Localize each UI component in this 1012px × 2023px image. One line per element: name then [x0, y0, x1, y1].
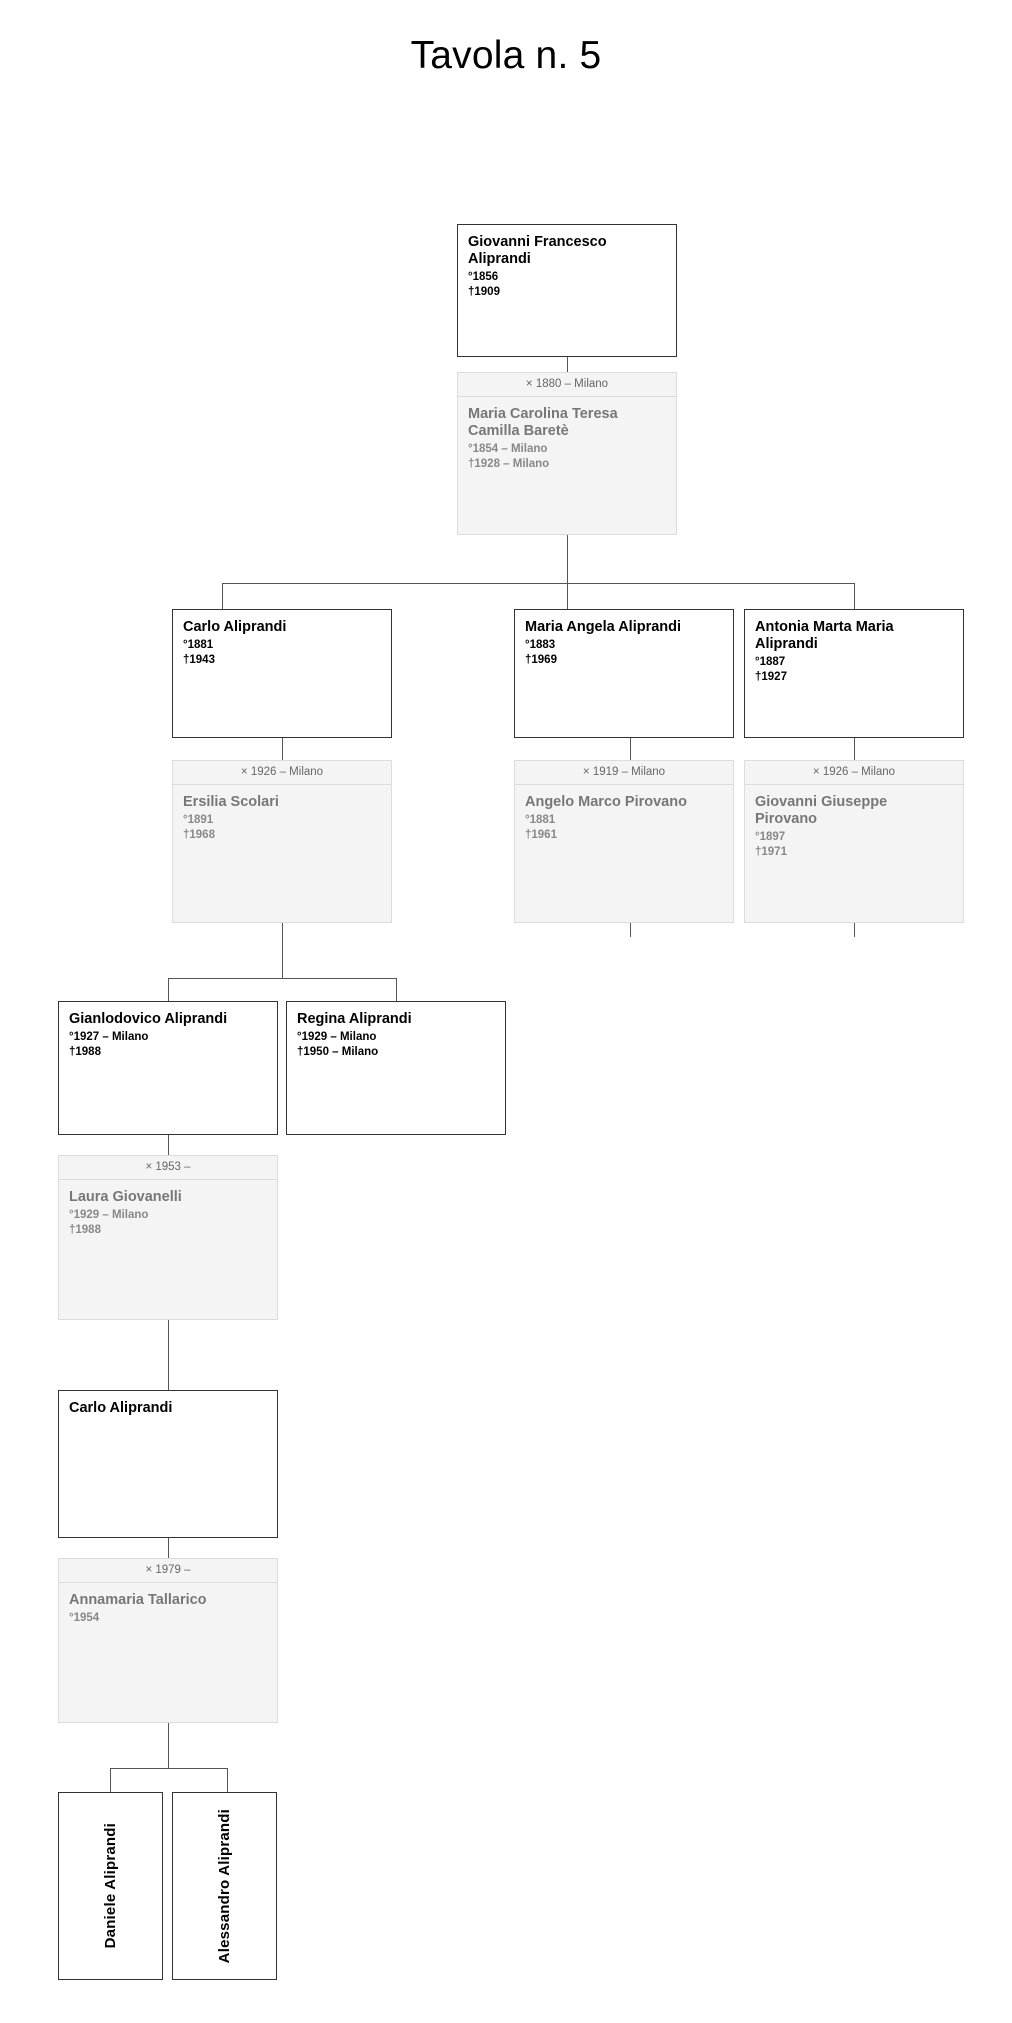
person-name: Annamaria Tallarico [69, 1592, 207, 1608]
person-birth: °1854 – Milano [468, 443, 548, 456]
person-box-gianlodovico-aliprandi[interactable]: Gianlodovico Aliprandi °1927 – Milano †1… [58, 1001, 278, 1135]
family-box-mariaangela-angelo[interactable]: × 1919 – Milano Angelo Marco Pirovano °1… [514, 760, 734, 923]
person-birth: °1856 [468, 271, 499, 284]
person-name: Ersilia Scolari [183, 794, 279, 810]
connector-gen3-drop-gianlodovico [168, 978, 169, 1001]
person-death: †1909 [468, 285, 500, 298]
connector-antonia-to-spouse [854, 738, 855, 760]
connector-family1-down [567, 535, 568, 583]
person-death: †1927 [755, 670, 787, 683]
person-death: †1988 [69, 1045, 101, 1058]
marriage-label: × 1880 – Milano [458, 373, 676, 397]
person-birth: °1927 – Milano [69, 1031, 149, 1044]
person-name: Maria Angela Aliprandi [525, 619, 682, 635]
person-death: †1971 [755, 845, 787, 858]
connector-gen3-bus [168, 978, 396, 979]
marriage-label: × 1953 – [59, 1156, 277, 1180]
connector-gen5-drop-alessandro [227, 1768, 228, 1792]
person-box-regina-aliprandi[interactable]: Regina Aliprandi °1929 – Milano †1950 – … [286, 1001, 506, 1135]
person-birth: °1954 [69, 1612, 100, 1625]
marriage-label: × 1926 – Milano [173, 761, 391, 785]
family-box-carlojr-annamaria[interactable]: × 1979 – Annamaria Tallarico °1954 [58, 1558, 278, 1723]
person-death: †1969 [525, 653, 557, 666]
person-birth: °1929 – Milano [297, 1031, 377, 1044]
person-name: Giovanni Francesco Aliprandi [468, 234, 607, 268]
person-box-carlo-aliprandi-1881[interactable]: Carlo Aliprandi °1881 †1943 [172, 609, 392, 738]
person-name: Regina Aliprandi [297, 1011, 412, 1027]
person-death: †1943 [183, 653, 215, 666]
person-death: †1968 [183, 828, 215, 841]
person-death: †1988 [69, 1223, 101, 1236]
person-name: Gianlodovico Aliprandi [69, 1011, 228, 1027]
person-death: †1961 [525, 828, 557, 841]
connector-gianlodovico-to-spouse [168, 1135, 169, 1155]
connector-family2-down [282, 923, 283, 978]
person-birth: °1881 [183, 639, 214, 652]
connector-mariaangela-to-spouse [630, 738, 631, 760]
connector-family3-down [168, 1320, 169, 1390]
page-title: Tavola n. 5 [410, 34, 602, 77]
person-box-antonia-marta-maria-aliprandi[interactable]: Antonia Marta Maria Aliprandi °1887 †192… [744, 609, 964, 738]
person-name: Daniele Aliprandi [101, 1823, 119, 1949]
connector-gen2-drop-maria-angela [567, 583, 568, 609]
connector-stub-angelo-family [630, 923, 631, 937]
connector-family4-down [168, 1723, 169, 1768]
person-name: Maria Carolina Teresa Camilla Baretè [468, 406, 618, 440]
person-box-maria-angela-aliprandi[interactable]: Maria Angela Aliprandi °1883 †1969 [514, 609, 734, 738]
connector-root-to-spouse [567, 357, 568, 372]
person-birth: °1883 [525, 639, 556, 652]
family-box-giovanni-maria-carolina[interactable]: × 1880 – Milano Maria Carolina Teresa Ca… [457, 372, 677, 535]
person-name: Laura Giovanelli [69, 1189, 182, 1205]
marriage-label: × 1979 – [59, 1559, 277, 1583]
family-box-carlo-ersilia[interactable]: × 1926 – Milano Ersilia Scolari °1891 †1… [172, 760, 392, 923]
person-death: †1928 – Milano [468, 457, 550, 470]
person-name: Angelo Marco Pirovano [525, 794, 687, 810]
person-birth: °1887 [755, 656, 786, 669]
person-name: Antonia Marta Maria Aliprandi [755, 619, 894, 653]
family-box-antonia-giovanni-pirovano[interactable]: × 1926 – Milano Giovanni Giuseppe Pirova… [744, 760, 964, 923]
person-birth: °1891 [183, 814, 214, 827]
marriage-label: × 1926 – Milano [745, 761, 963, 785]
person-birth: °1897 [755, 831, 786, 844]
person-box-alessandro-aliprandi[interactable]: Alessandro Aliprandi [172, 1792, 277, 1980]
person-birth: °1929 – Milano [69, 1209, 149, 1222]
person-name: Carlo Aliprandi [183, 619, 287, 635]
marriage-label: × 1919 – Milano [515, 761, 733, 785]
person-box-giovanni-francesco-aliprandi[interactable]: Giovanni Francesco Aliprandi °1856 †1909 [457, 224, 677, 357]
connector-gen5-drop-daniele [110, 1768, 111, 1792]
person-box-carlo-aliprandi-jr[interactable]: Carlo Aliprandi [58, 1390, 278, 1538]
connector-gen2-bus [222, 583, 854, 584]
connector-carlo-to-spouse [282, 738, 283, 760]
connector-gen5-bus [110, 1768, 227, 1769]
person-name: Alessandro Aliprandi [215, 1808, 233, 1964]
connector-gen2-drop-carlo [222, 583, 223, 609]
connector-gen2-drop-antonia [854, 583, 855, 609]
person-birth: °1881 [525, 814, 556, 827]
family-box-gianlodovico-laura[interactable]: × 1953 – Laura Giovanelli °1929 – Milano… [58, 1155, 278, 1320]
connector-carlojr-to-spouse [168, 1538, 169, 1558]
person-name: Carlo Aliprandi [69, 1400, 173, 1416]
person-name: Giovanni Giuseppe Pirovano [755, 794, 888, 828]
person-box-daniele-aliprandi[interactable]: Daniele Aliprandi [58, 1792, 163, 1980]
connector-stub-giovanni-family [854, 923, 855, 937]
connector-gen3-drop-regina [396, 978, 397, 1001]
person-death: †1950 – Milano [297, 1045, 379, 1058]
